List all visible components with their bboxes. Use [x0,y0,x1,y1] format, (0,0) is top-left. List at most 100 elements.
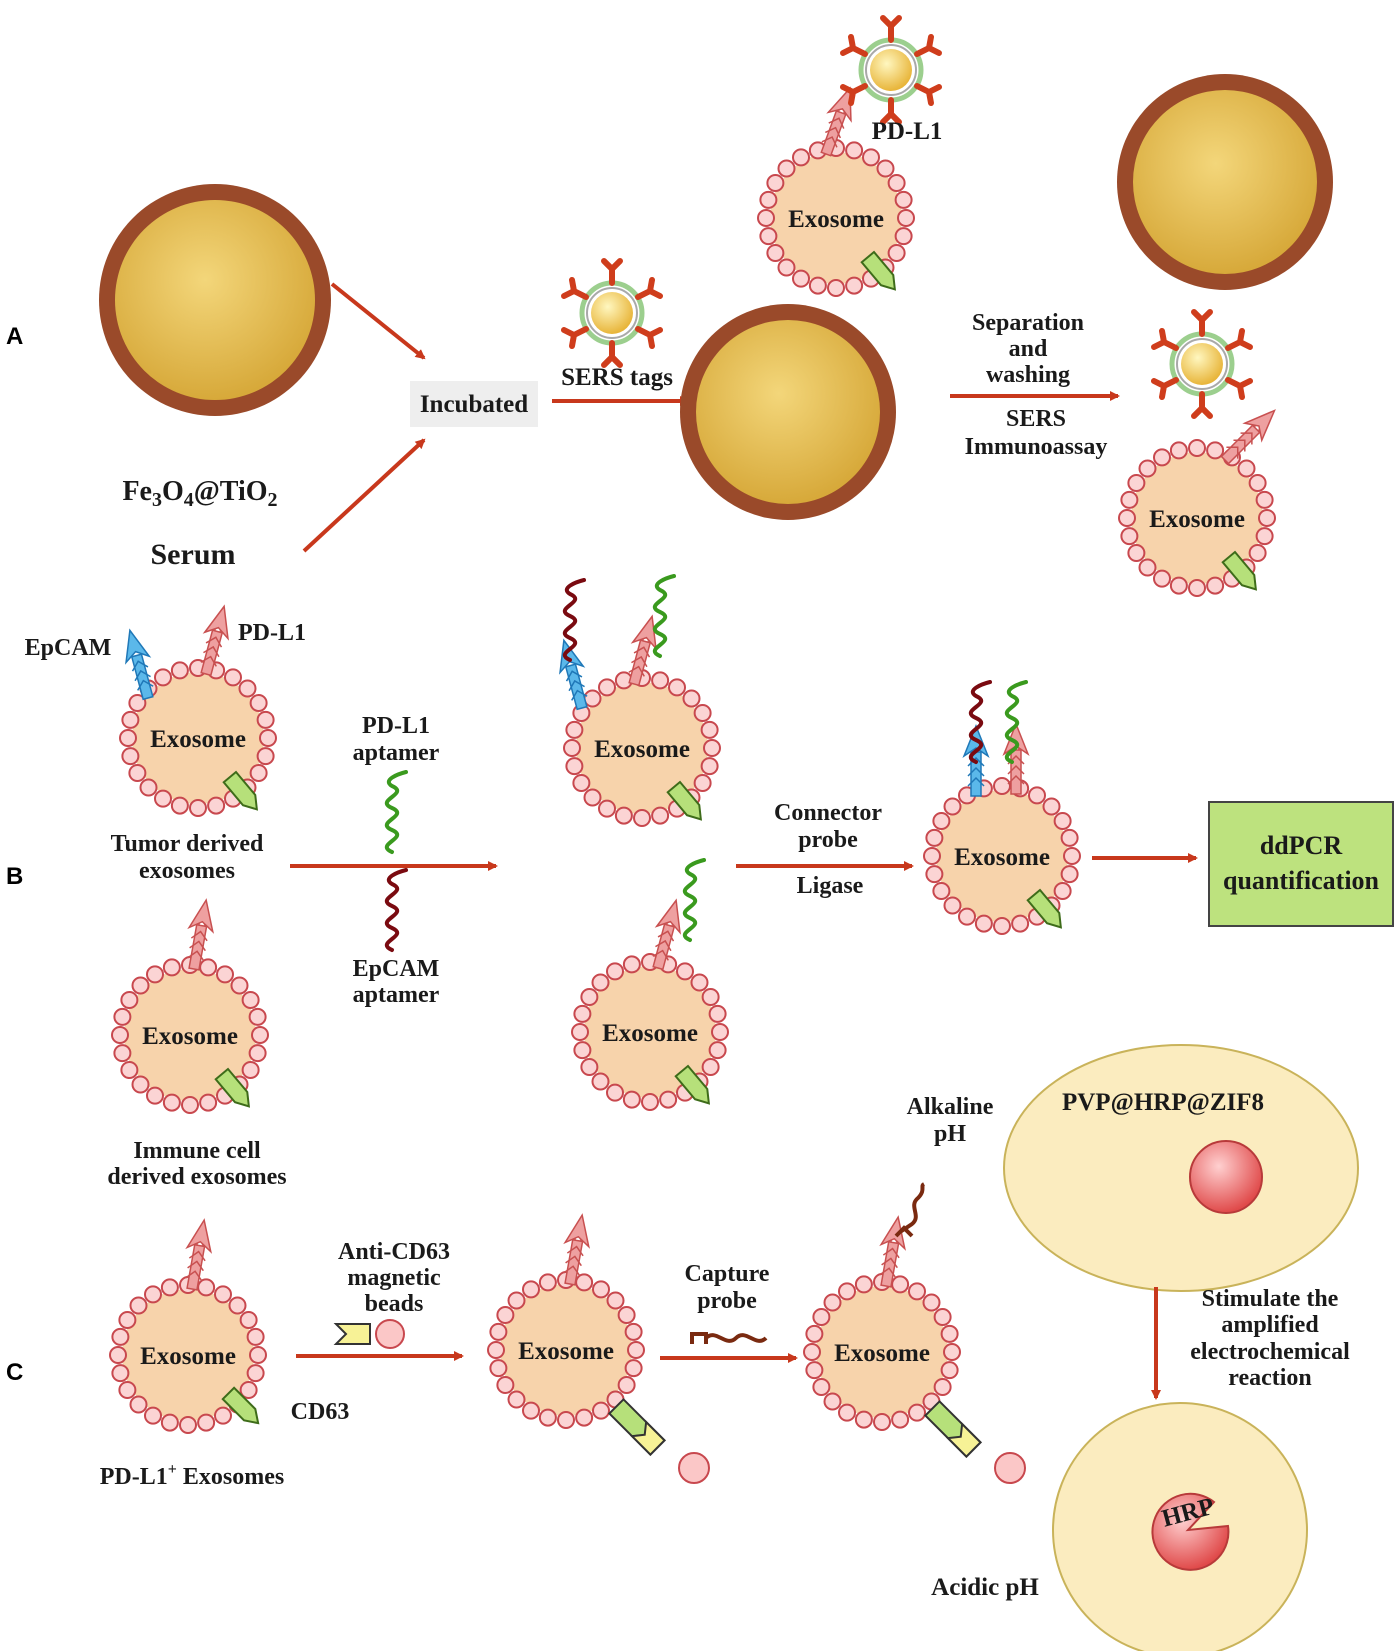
exosome-b-ligated: Exosome [923,723,1081,935]
membrane-bead [1169,441,1188,460]
membrane-bead [573,1004,592,1023]
bead-linker [607,1397,666,1456]
membrane-bead [131,976,150,995]
membrane-bead [507,1291,526,1310]
membrane-bead [160,1413,179,1432]
membrane-bead [248,1007,267,1026]
membrane-bead [823,1293,842,1312]
membrane-bead [496,1306,515,1324]
membrane-bead [873,1413,891,1431]
membrane-bead [154,789,172,808]
epcam-label: EpCAM [25,635,112,661]
membrane-bead [1258,509,1276,527]
membrane-bead [224,668,242,687]
panel-a: A Fe3O4@TiO2 Serum Incubated SERS tags E… [6,18,1333,597]
membrane-bead [487,1341,505,1359]
membrane-bead [940,1361,959,1380]
membrane-bead [557,1411,575,1429]
ddpcr-line1: ddPCR [1260,831,1343,860]
membrane-bead [259,729,277,747]
membrane-bead [711,1023,729,1041]
tumor-line2: exosomes [139,858,235,884]
membrane-bead [759,190,778,209]
membrane-bead [759,227,778,246]
exosome-membrane-beads [487,1271,645,1429]
membrane-bead [1063,847,1081,865]
separation-line2: and [1009,336,1048,362]
capture-probe-icon [690,1332,768,1344]
membrane-bead [627,1341,645,1359]
sers-tags-label: SERS tags [561,364,673,391]
membrane-bead [624,1322,643,1341]
sers-tag-bound [843,18,939,122]
membrane-bead [908,1403,926,1422]
epcam-aptamer-line2: aptamer [353,982,440,1008]
membrane-bead [812,1308,831,1326]
membrane-bead [1153,569,1171,588]
ligase-label: Ligase [797,873,864,899]
exosome-c-input: Exosome [109,1216,267,1434]
membrane-bead [1053,812,1072,830]
membrane-bead [766,174,785,192]
exosome-b-bound-2: Exosome [571,896,729,1111]
membrane-bead [862,148,880,167]
membrane-bead [128,764,147,782]
membrane-bead [111,1327,130,1346]
exosome-a1: Exosome [757,83,915,297]
membrane-bead [131,1075,150,1094]
exosome-label: Exosome [1149,506,1245,533]
membrane-bead [854,1410,873,1429]
membrane-bead [693,704,712,722]
stimulate-line2: amplified [1221,1312,1319,1338]
panel-b-letter: B [6,863,23,890]
membrane-bead [845,141,864,160]
pdl1-arrow [1215,401,1284,470]
hrp-enzyme-released [1151,1492,1230,1571]
membrane-bead [573,1041,592,1060]
zif8-particle [1003,1044,1359,1292]
membrane-bead [1120,490,1139,509]
arrow-particle-to-incubated [330,282,426,360]
membrane-bead [792,148,810,167]
membrane-bead [583,788,602,807]
exosome-c-probe: Exosome [803,1213,982,1458]
membrane-bead [1255,527,1274,546]
membrane-bead [701,1058,720,1076]
fe3o4-tio2-particle [99,184,331,416]
membrane-bead [248,1044,267,1063]
tumor-line1: Tumor derived [111,831,264,857]
epcam-aptamer-icon [384,868,408,952]
membrane-bead [170,796,189,815]
exosome-membrane-beads [109,1276,267,1434]
ddpcr-box [1208,801,1394,927]
membrane-bead [111,1364,130,1383]
membrane-bead [241,1061,260,1079]
membrane-bead [230,976,249,995]
serum-label: Serum [151,538,236,571]
exosome-membrane-beads [111,956,269,1114]
membrane-bead [606,1291,625,1310]
membrane-bead [622,1090,641,1109]
membrane-bead [598,678,616,697]
membrane-bead [216,965,234,984]
membrane-bead [214,1285,232,1304]
pdl1-aptamer-line1: PD-L1 [362,713,430,739]
exosome-label: Exosome [142,1023,238,1050]
membrane-bead [622,955,641,974]
membrane-bead [923,847,941,865]
membrane-bead [565,757,584,776]
connector-line2: probe [798,827,858,853]
membrane-bead [1011,914,1030,933]
incubated-label: Incubated [420,391,528,418]
membrane-bead [943,1343,961,1361]
membrane-bead [113,1007,132,1026]
membrane-bead [993,777,1011,795]
membrane-bead [651,806,670,825]
capture-line1: Capture [685,1261,770,1287]
stimulate-line4: reaction [1228,1365,1312,1391]
membrane-bead [703,739,721,757]
membrane-bead [757,209,775,227]
membrane-bead [162,1093,181,1112]
membrane-bead [144,1285,162,1304]
pdl1-aptamer-bound [652,574,676,658]
